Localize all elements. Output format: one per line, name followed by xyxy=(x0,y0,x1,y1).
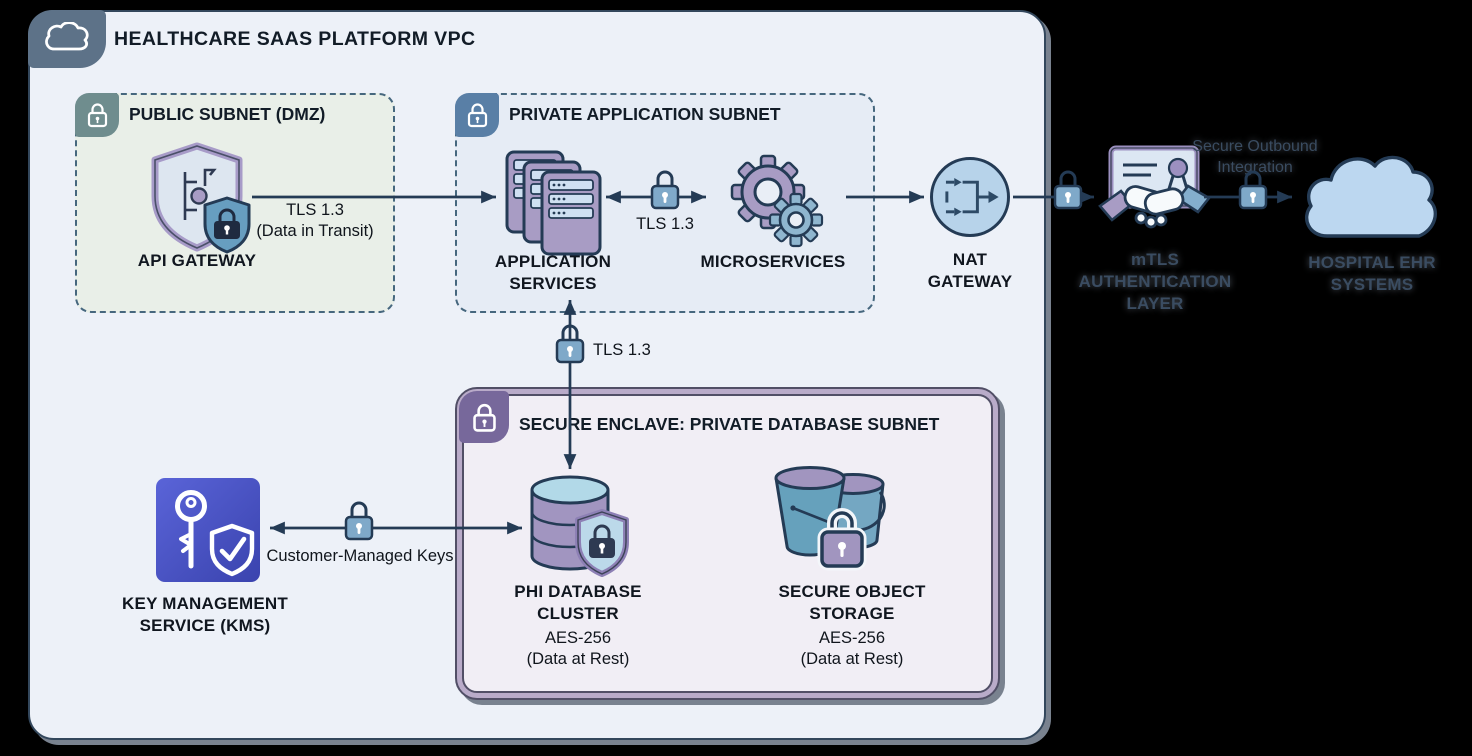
tls-micro-label: TLS 1.3 xyxy=(636,215,694,233)
encryption-note: (Data at Rest) xyxy=(800,650,904,669)
private-subnet-lock-tab xyxy=(455,93,499,137)
application-services-label: APPLICATION SERVICES xyxy=(494,252,612,293)
microservices-label: MICROSERVICES xyxy=(700,252,846,271)
enclave-title: SECURE ENCLAVE: PRIVATE DATABASE SUBNET xyxy=(519,414,940,434)
lock-icon xyxy=(86,101,109,129)
tls-lock-icon xyxy=(1236,166,1270,210)
phi-database-icon xyxy=(522,470,634,594)
encryption-standard: AES-256 xyxy=(544,629,612,647)
encryption-standard: AES-256 xyxy=(818,629,886,647)
customer-keys-label: Customer-Managed Keys xyxy=(266,547,454,565)
hospital-ehr-label: HOSPITAL EHR SYSTEMS xyxy=(1308,253,1436,294)
tls-db-label: TLS 1.3 xyxy=(593,341,651,359)
tls-lock-icon xyxy=(553,320,587,364)
phi-database-encryption: AES-256 (Data at Rest) xyxy=(488,628,668,671)
tls-transit-label: TLS 1.3 (Data in Transit) xyxy=(230,200,400,243)
tls-lock-icon xyxy=(1051,166,1085,210)
tls-note: (Data in Transit) xyxy=(256,222,374,241)
enclave-lock-tab xyxy=(459,391,509,443)
object-storage-encryption: AES-256 (Data at Rest) xyxy=(757,628,947,671)
hospital-cloud-icon xyxy=(1297,144,1442,248)
tls-lock-icon xyxy=(648,166,682,210)
public-subnet-title: PUBLIC SUBNET (DMZ) xyxy=(129,104,326,124)
keys-lock-icon xyxy=(342,497,376,541)
phi-database-label: PHI DATABASE CLUSTER xyxy=(514,582,642,623)
lock-icon xyxy=(471,401,498,434)
tls-version: TLS 1.3 xyxy=(286,201,344,219)
microservices-icon xyxy=(726,148,826,248)
object-storage-icon xyxy=(768,464,892,578)
private-subnet-title: PRIVATE APPLICATION SUBNET xyxy=(509,104,781,124)
nat-gateway-label: NAT GATEWAY xyxy=(927,250,1013,291)
public-subnet-lock-tab xyxy=(75,93,119,137)
mtls-icon xyxy=(1097,142,1212,244)
kms-icon xyxy=(154,476,262,584)
object-storage-label: SECURE OBJECT STORAGE xyxy=(778,582,926,623)
nat-gateway-icon xyxy=(930,157,1010,237)
encryption-note: (Data at Rest) xyxy=(526,650,630,669)
application-services-icon xyxy=(504,150,604,256)
vpc-title: HEALTHCARE SAAS PLATFORM VPC xyxy=(114,28,476,50)
outbound-integration-label: Secure Outbound Integration xyxy=(1192,138,1318,176)
vpc-cloud-tab xyxy=(28,10,106,68)
kms-label: KEY MANAGEMENT SERVICE (KMS) xyxy=(122,594,288,635)
lock-icon xyxy=(466,101,489,129)
api-gateway-label: API GATEWAY xyxy=(137,251,257,270)
mtls-label: mTLS AUTHENTICATION LAYER xyxy=(1078,250,1232,313)
api-gateway-icon xyxy=(141,140,253,254)
cloud-icon xyxy=(43,22,91,56)
